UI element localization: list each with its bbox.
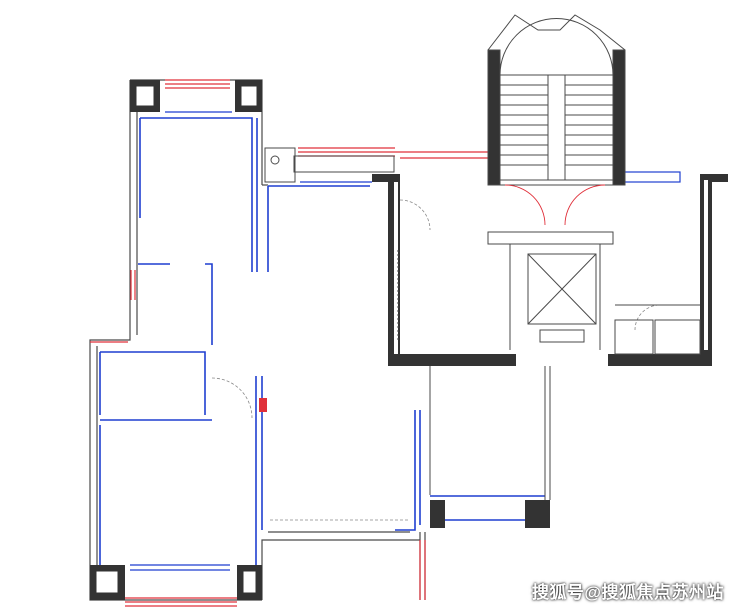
- door-swings: [211, 199, 661, 521]
- wall-blocks: [90, 80, 728, 600]
- kitchen-counter: [264, 147, 395, 183]
- windows: [90, 79, 488, 607]
- stair-core: [397, 14, 701, 355]
- stair-door-swings: [504, 184, 606, 226]
- door-marker: [259, 398, 267, 412]
- window-frames: [130, 111, 681, 571]
- interior-wall-lines: [99, 117, 545, 565]
- balcony: [429, 366, 551, 500]
- watermark: 搜狐号@搜狐焦点苏州站: [531, 583, 724, 602]
